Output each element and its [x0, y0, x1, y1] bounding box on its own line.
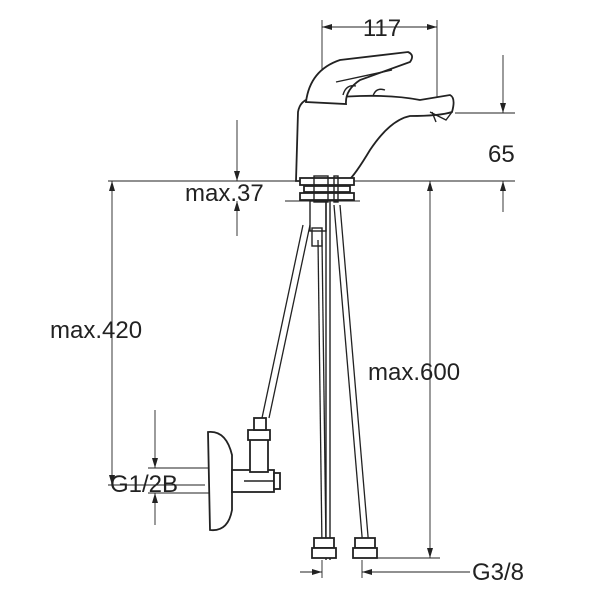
- hose-fittings: [311, 537, 378, 559]
- dimension-labels: 117 65 max.37 max.420 max.600 G1/2B G3/8: [50, 15, 524, 586]
- inlet-thread-label: G1/2B: [110, 471, 178, 498]
- spout-height-label: 65: [488, 141, 515, 168]
- hoses: [261, 204, 370, 549]
- angle-valve: [207, 417, 281, 532]
- spout-reach-label: 117: [363, 15, 401, 42]
- dimension-lines: [109, 24, 506, 575]
- hose-thread-label: G3/8: [472, 559, 524, 586]
- hose-length-label: max.600: [368, 359, 460, 386]
- faucet-body: [295, 51, 455, 182]
- deck-thickness-label: max.37: [185, 180, 264, 207]
- hose-drop-label: max.420: [50, 317, 142, 344]
